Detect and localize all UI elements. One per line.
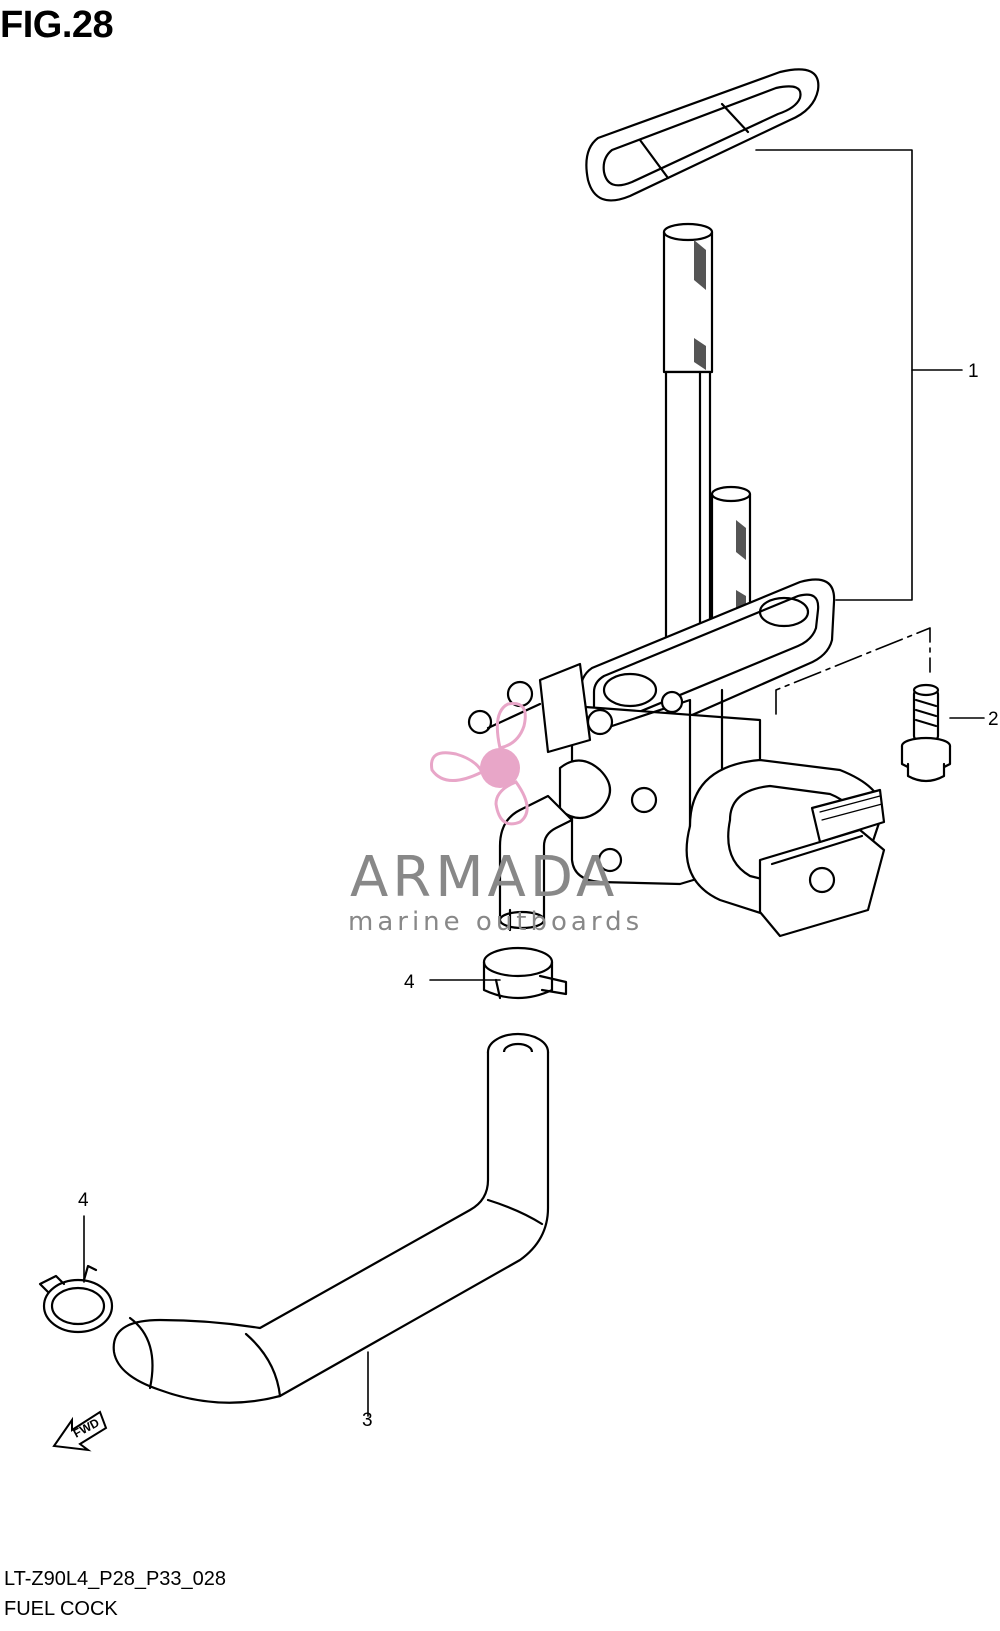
fuel-cock-lever	[685, 758, 886, 938]
watermark-brand: ARMADA	[350, 845, 618, 910]
callout-1: 1	[968, 361, 979, 382]
callout-2: 2	[988, 709, 999, 730]
fuel-cock-reserve-pipe	[710, 485, 752, 626]
watermark-tagline: marine outboards	[348, 907, 643, 937]
callout-4-upper: 4	[404, 972, 415, 993]
bolt	[900, 683, 952, 783]
fuel-hose	[112, 1032, 550, 1404]
gasket	[585, 68, 820, 202]
figure-name: FUEL COCK	[4, 1598, 118, 1620]
leader-lines	[83, 149, 985, 1417]
fuel-cock-outlet	[498, 794, 574, 932]
hose-clamp-upper	[482, 946, 568, 1000]
hose-clamp-lower	[38, 1264, 114, 1334]
callout-4-lower: 4	[78, 1190, 89, 1211]
fuel-cock-main-pipe	[662, 222, 714, 664]
callout-3: 3	[362, 1410, 373, 1431]
propeller-icon	[430, 701, 529, 826]
armada-watermark: ARMADA marine outboards	[348, 701, 643, 937]
forward-arrow-icon: FWD	[52, 1410, 108, 1452]
figure-title: FIG.28	[0, 4, 114, 46]
figure-code: LT-Z90L4_P28_P33_028	[4, 1568, 227, 1590]
